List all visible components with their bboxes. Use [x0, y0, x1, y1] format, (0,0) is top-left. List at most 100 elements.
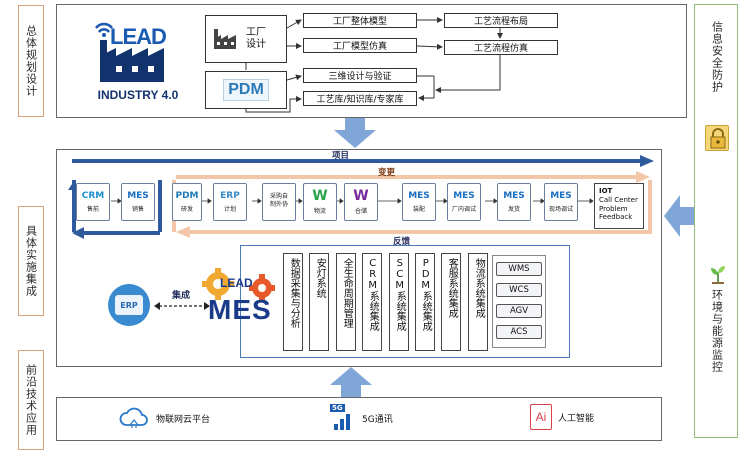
logo-subtitle: INDUSTRY 4.0 [97, 88, 179, 102]
process-layout-box: 工艺流程布局 [444, 13, 558, 28]
tech-cloud: 物联网云平台 [118, 406, 210, 430]
erp-badge-inner: ERP [115, 295, 143, 315]
integration-module-label: 全生命周期管理 [341, 258, 353, 328]
cloud-icon [119, 407, 148, 428]
process-chip-logo: MES [127, 190, 149, 201]
ai-icon-text: Ai [535, 410, 547, 424]
integration-module: 数据采集与分析 [283, 253, 303, 351]
integration-module: SCM系统集成 [389, 253, 409, 351]
tech-ai: Ai 人工智能 [530, 404, 594, 430]
label-planning-text: 总体规划设计 [24, 25, 38, 97]
logistics-pill: WMS [496, 262, 542, 276]
flow-bars [68, 155, 654, 239]
process-chip-logo: CRM [81, 190, 105, 201]
integration-module-label: CRM系统集成 [367, 258, 379, 331]
iot-box: IOT Call Center Problem Feedback [594, 183, 644, 229]
process-chip-logo: MES [550, 190, 572, 201]
process-chip-caption: 装配 [412, 205, 425, 213]
overall-model-box: 工厂整体模型 [303, 13, 417, 28]
model-sim-box: 工厂模型仿真 [303, 38, 417, 53]
iot-line-0: IOT [599, 187, 613, 195]
tech-5g: 5G 5G通讯 [330, 404, 393, 432]
planning-connectors [245, 17, 503, 113]
label-implementation: 具体实施集成 [18, 206, 44, 316]
ai-icon: Ai [530, 404, 552, 430]
logo-brand: LEAD [110, 24, 167, 49]
security-text-wrap: 信息安全防护 [695, 21, 739, 93]
integrate-arrow [154, 302, 210, 310]
fiveg-icon: 5G [330, 404, 356, 432]
process-chip-logo: MES [408, 190, 430, 201]
tech-5g-label: 5G通讯 [362, 414, 393, 425]
iot-line-1: Call Center [599, 195, 638, 204]
down-arrow-top [334, 118, 376, 148]
right-monitor-column: 信息安全防护 环境与能源监控 [694, 4, 738, 438]
gears-icon [202, 268, 275, 302]
erp-text: ERP [120, 300, 138, 310]
environment-text: 环境与能源监控 [710, 289, 724, 373]
process-chip-logo: W [312, 188, 328, 204]
integration-module: PDM系统集成 [415, 253, 435, 351]
integration-module: 安灯系统 [309, 253, 329, 351]
logistics-pill: AGV [496, 304, 542, 318]
integration-module-label: 数据采集与分析 [288, 258, 300, 328]
mes-text: MES [208, 294, 272, 325]
process-chip: CRM 售前 [76, 183, 110, 221]
label-implementation-text: 具体实施集成 [24, 225, 38, 297]
process-chip-caption: 现场调试 [548, 205, 573, 213]
process-chip-caption: 销售 [131, 205, 144, 213]
process-chip-logo: MES [453, 190, 475, 201]
integration-module: 全生命周期管理 [336, 253, 356, 351]
process-chip: MES 现场调试 [544, 183, 578, 221]
factory-design-box: 工厂设计 [205, 15, 287, 63]
logistics-pill: WCS [496, 283, 542, 297]
tech-cloud-label: 物联网云平台 [156, 414, 211, 425]
integration-module-label: 物流系统集成 [473, 258, 485, 318]
process-chip: MES 发货 [497, 183, 531, 221]
integration-module: 物流系统集成 [468, 253, 488, 351]
left-arrow [664, 195, 694, 237]
process-chip-caption: 售前 [86, 205, 99, 213]
pdm-box: PDM [205, 71, 287, 109]
integration-module-label: 安灯系统 [314, 258, 326, 298]
process-chip: 采购自制外协 [262, 183, 296, 221]
process-chip-caption: 仓储 [354, 208, 367, 215]
integration-module-label: PDM系统集成 [420, 258, 432, 331]
process-chip: MES 装配 [402, 183, 436, 221]
process-chip-caption: 发货 [507, 205, 520, 213]
process-chip-caption: 物流 [313, 208, 326, 215]
process-chip-logo: PDM [175, 190, 199, 201]
factory-design-label: 工厂设计 [246, 27, 266, 50]
feedback-label: 反馈 [393, 237, 411, 247]
process-chip-logo: MES [503, 190, 525, 201]
integration-module-label: SCM系统集成 [394, 258, 406, 331]
process-chip-logo: 采购自制外协 [269, 192, 288, 208]
library-box: 工艺库/知识库/专家库 [303, 91, 417, 106]
integration-module-label: 客服系统集成 [446, 258, 458, 318]
fiveg-badge: 5G [330, 404, 345, 412]
factory-logo-icon [95, 22, 164, 82]
label-planning: 总体规划设计 [18, 5, 44, 117]
integrate-label: 集成 [172, 291, 191, 301]
frontier-panel [56, 397, 662, 441]
iot-line-3: Feedback [599, 213, 633, 222]
tech-ai-label: 人工智能 [558, 413, 595, 424]
process-chip-logo: ERP [220, 190, 240, 201]
process-sim-box: 工艺流程仿真 [444, 40, 558, 55]
lead-logo: LEAD INDUSTRY 4.0 [88, 16, 188, 106]
iot-line-2: Problem [599, 204, 628, 213]
mes-brand: LEAD [220, 276, 253, 290]
design-verify-box: 三维设计与验证 [303, 68, 417, 83]
mes-logo: LEAD MES [198, 262, 280, 334]
process-chip-caption: 厂内调试 [451, 205, 476, 213]
security-text: 信息安全防护 [710, 21, 724, 93]
integration-module: 客服系统集成 [441, 253, 461, 351]
erp-badge: ERP [108, 284, 150, 326]
label-frontier: 前沿技术应用 [18, 350, 44, 450]
change-label: 变更 [378, 168, 396, 178]
plant-icon [707, 263, 729, 285]
process-chip: MES 销售 [121, 183, 155, 221]
